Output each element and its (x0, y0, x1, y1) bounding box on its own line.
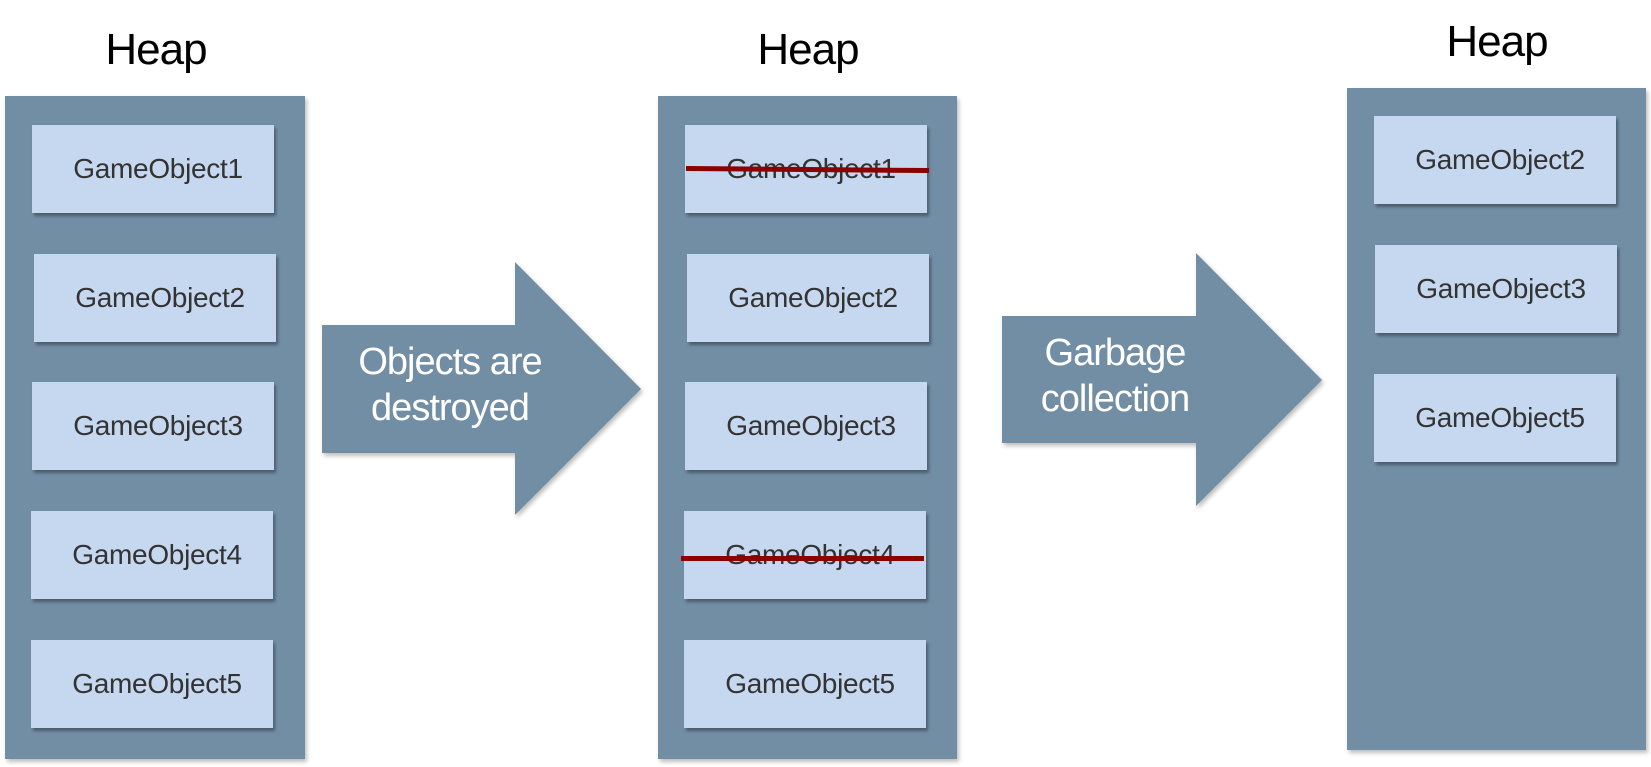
object-label: GameObject3 (1416, 273, 1586, 304)
heap3-object-2: GameObject2 (1374, 116, 1616, 204)
heap-title-1: Heap (105, 25, 207, 74)
heap2-object-5: GameObject5 (684, 640, 926, 728)
heap3-object-5: GameObject5 (1374, 374, 1616, 462)
arrow-destroy-shape (322, 262, 641, 515)
arrow-destroy-label: Objects are destroyed (330, 339, 570, 431)
arrow-gc-shape (1002, 253, 1322, 506)
arrow-gc-label: Garbage collection (1010, 330, 1220, 422)
heap1-object-4: GameObject4 (31, 511, 273, 599)
heap2-object-2: GameObject2 (687, 254, 929, 342)
arrow-gc-line-1: Garbage (1044, 332, 1187, 374)
arrow-gc-line-2: collection (1040, 378, 1190, 420)
object-label: GameObject5 (72, 668, 242, 699)
object-label: GameObject5 (1415, 402, 1585, 433)
arrow-destroy-line-1: Objects are (358, 341, 542, 383)
object-label: GameObject2 (1415, 144, 1585, 175)
object-label: GameObject5 (725, 668, 895, 699)
heap-title-3: Heap (1446, 17, 1548, 66)
heap1-object-3: GameObject3 (32, 382, 274, 470)
heap2-object-4: GameObject4 (684, 511, 926, 599)
object-label: GameObject3 (726, 410, 896, 441)
object-label: GameObject2 (75, 282, 245, 313)
arrow-destroy-line-2: destroyed (371, 387, 530, 429)
object-label: GameObject2 (728, 282, 898, 313)
heap1-object-1: GameObject1 (32, 125, 274, 213)
object-label: GameObject1 (73, 153, 243, 184)
strikethrough-object-4 (681, 556, 924, 561)
heap1-object-2: GameObject2 (34, 254, 276, 342)
object-label: GameObject4 (72, 539, 242, 570)
heap1-object-5: GameObject5 (31, 640, 273, 728)
object-label: GameObject3 (73, 410, 243, 441)
heap-title-2: Heap (757, 25, 859, 74)
heap3-object-3: GameObject3 (1375, 245, 1617, 333)
heap2-object-3: GameObject3 (685, 382, 927, 470)
object-label: GameObject4 (725, 539, 895, 570)
